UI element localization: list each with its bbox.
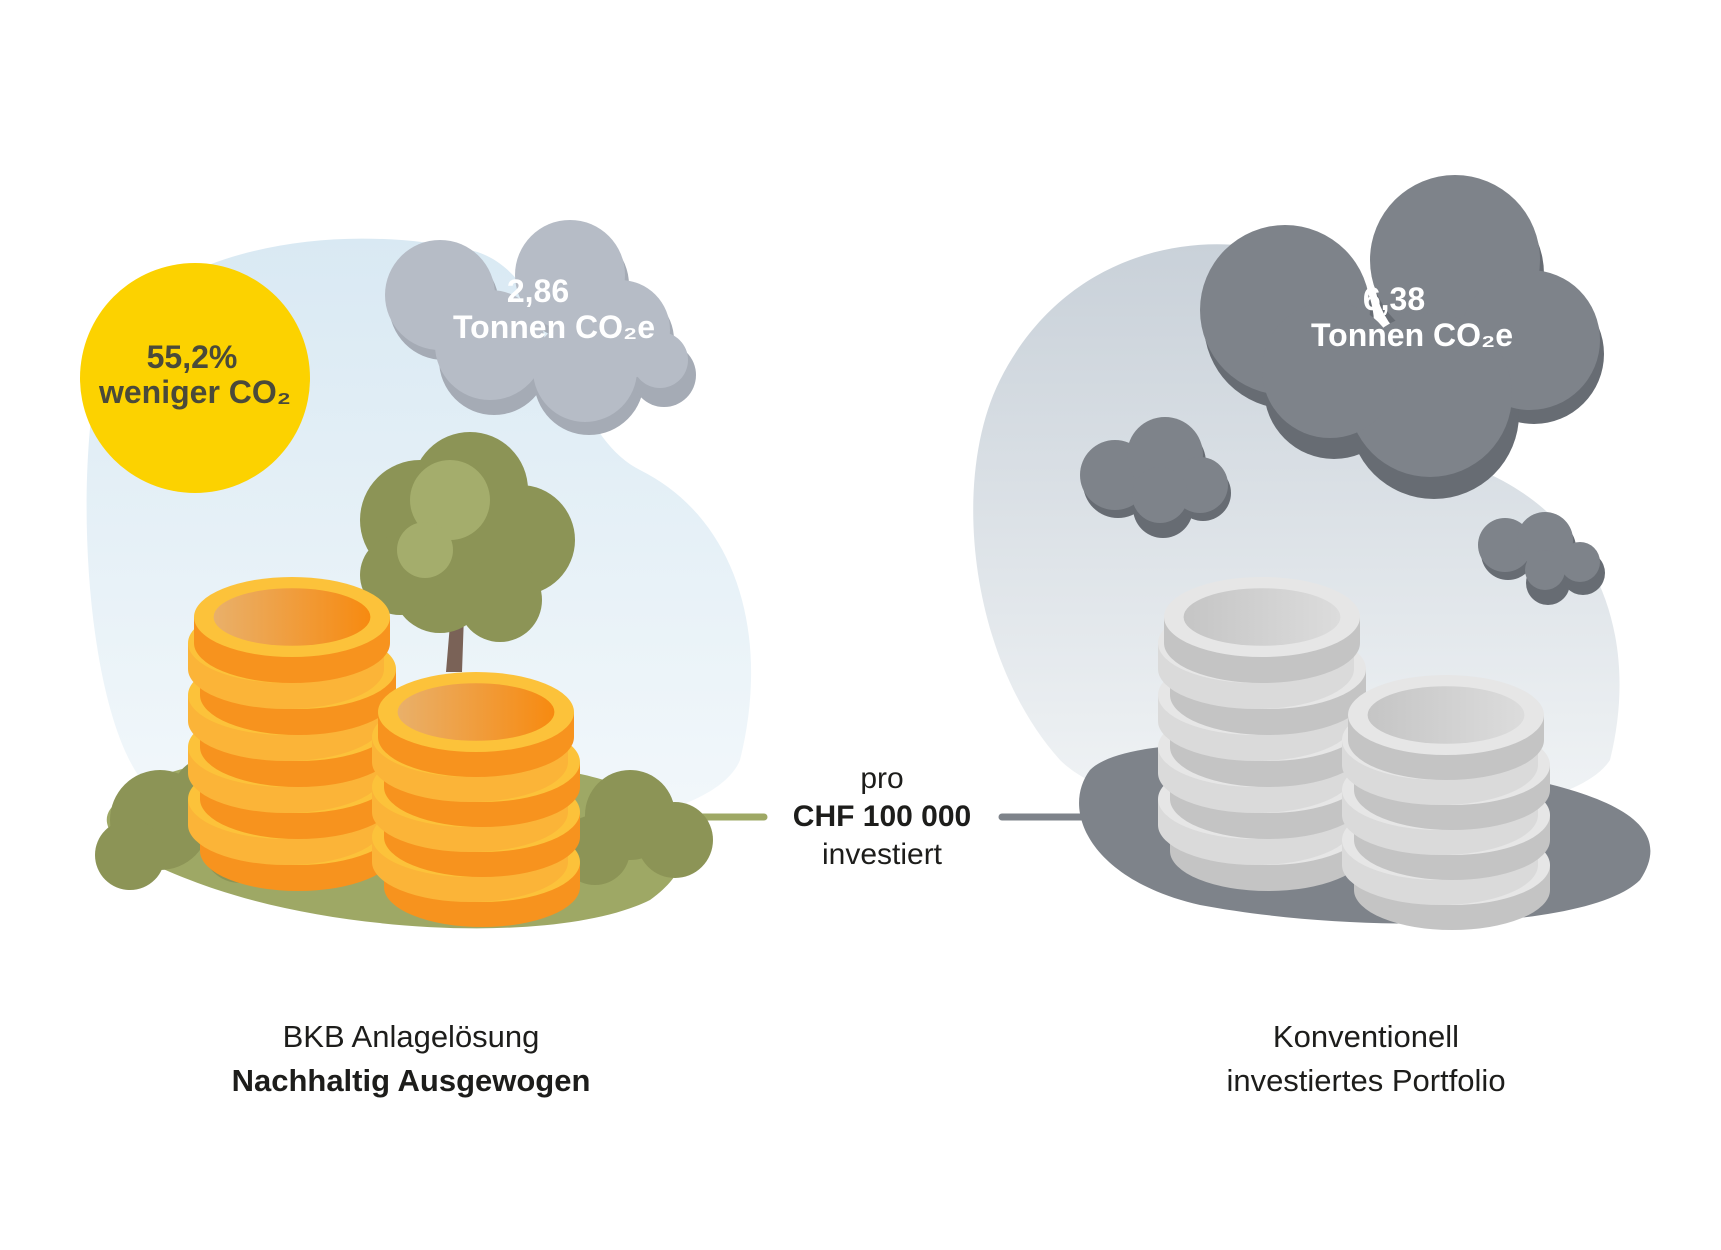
sustainable-label: BKB Anlagelösung Nachhaltig Ausgewogen bbox=[232, 1015, 591, 1103]
badge-text: weniger CO₂ bbox=[98, 374, 291, 410]
coin-top-face bbox=[1183, 588, 1341, 646]
basis-amount: CHF 100 000 bbox=[792, 800, 972, 833]
cloud-dark-unit: Tonnen CO₂e bbox=[1311, 317, 1513, 353]
coin-top-face bbox=[213, 588, 371, 646]
sustainable-label-line-1: BKB Anlagelösung bbox=[282, 1019, 540, 1054]
cloud-dark bbox=[1200, 175, 1604, 499]
cloud-light-value: 2,86 bbox=[507, 273, 569, 309]
cloud-light bbox=[385, 220, 696, 435]
gold-coin-stack-1 bbox=[188, 577, 396, 891]
conventional-label-line-1: Konventionell bbox=[1272, 1019, 1460, 1054]
small-cloud-1 bbox=[1080, 417, 1231, 538]
tree bbox=[360, 432, 575, 672]
badge-value: 55,2% bbox=[147, 339, 238, 375]
basis-line-1: pro bbox=[860, 762, 904, 795]
conventional-label-line-2: investiertes Portfolio bbox=[1226, 1063, 1506, 1098]
coin-top-face bbox=[397, 683, 555, 741]
sustainable-label-line-2: Nachhaltig Ausgewogen bbox=[231, 1063, 591, 1098]
basis-line-3: investiert bbox=[821, 838, 943, 871]
conventional-label: Konventionell investiertes Portfolio bbox=[1226, 1015, 1505, 1103]
coin-top-face bbox=[1367, 686, 1525, 744]
cloud-light-unit: Tonnen CO₂e bbox=[453, 309, 655, 345]
gold-coin-stack-2 bbox=[372, 672, 580, 927]
investment-basis: pro CHF 100 000 investiert bbox=[793, 760, 971, 874]
reduction-badge bbox=[80, 263, 310, 493]
small-cloud-2 bbox=[1478, 512, 1605, 605]
cloud-dark-value: 6,38 bbox=[1363, 281, 1425, 317]
silver-coin-stack-2 bbox=[1342, 675, 1550, 930]
silver-coin-stack-1 bbox=[1158, 577, 1366, 891]
